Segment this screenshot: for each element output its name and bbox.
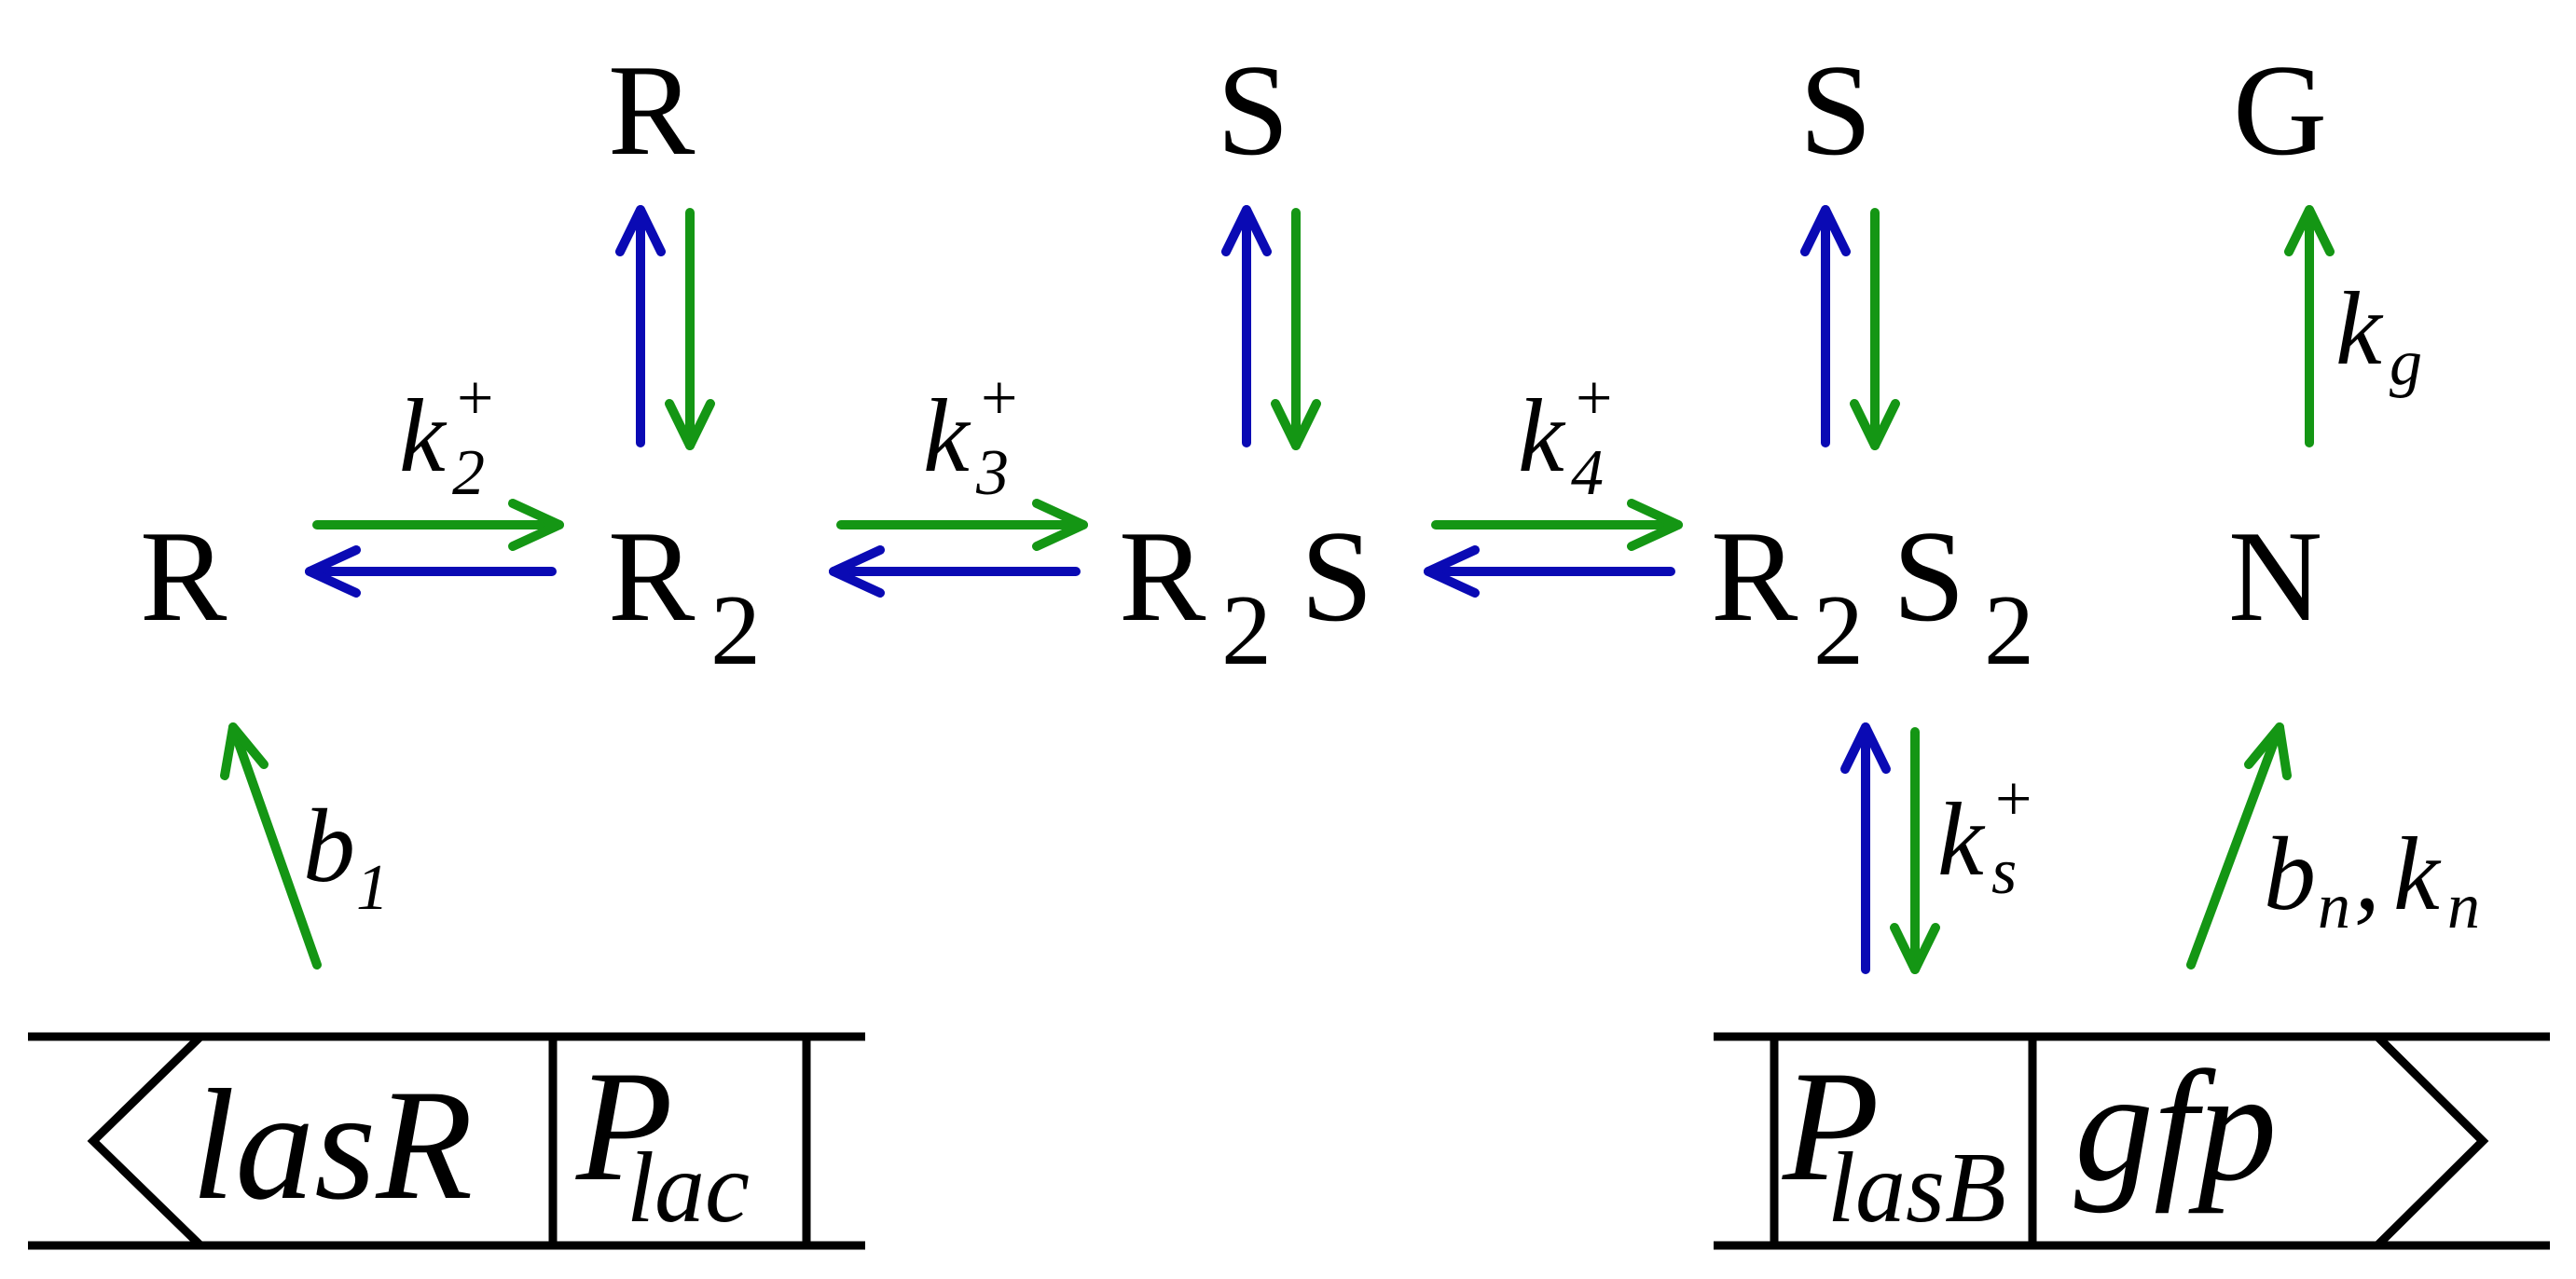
rate-ks: k s +: [1937, 763, 2032, 908]
arrow-lasr-to-r: [220, 722, 322, 970]
species-s-top-1: S: [1217, 38, 1289, 183]
species-g-top: G: [2233, 38, 2327, 183]
arrows-s-top-r2s2: [1800, 205, 1900, 450]
rate-k4-sup: +: [1576, 363, 1612, 434]
rate-b1-b: b: [303, 789, 355, 904]
species-r2s-r: R: [1119, 504, 1206, 649]
arrows-r-top-r2: [615, 205, 715, 450]
rate-k3-sub: 3: [975, 437, 1009, 509]
rate-k4-k: k: [1518, 378, 1566, 494]
rate-k2: k 2 +: [399, 363, 493, 509]
gene-lasr-label: lasR: [191, 1057, 473, 1232]
rate-kn-sub: n: [2447, 871, 2480, 942]
rate-b1-sub: 1: [356, 852, 389, 924]
rate-k3-sup: +: [981, 363, 1017, 434]
species-r2s-s: S: [1301, 504, 1373, 649]
rate-bn-kn-sep: ,: [2354, 817, 2380, 932]
promoter-plasb-p: P: [1782, 1038, 1880, 1214]
rate-kg-sub: g: [2390, 327, 2422, 399]
arrow-gfp-to-n: [2186, 722, 2292, 970]
rate-bn-b: b: [2264, 817, 2316, 932]
rate-kg: k g: [2335, 271, 2422, 399]
arrows-r2s-to-r2s2: [1424, 499, 1683, 598]
rate-k2-sub: 2: [452, 437, 485, 509]
promoter-plac-sub: lac: [627, 1133, 750, 1244]
gene-gfp-label: gfp: [2074, 1038, 2277, 1214]
rate-b1: b 1: [303, 789, 389, 924]
gene-construct-left: lasR P lac: [28, 1032, 865, 1250]
arrow-n-to-g: [2284, 205, 2335, 447]
rate-k2-k: k: [399, 378, 448, 494]
species-r2s2-r: R: [1711, 504, 1798, 649]
species-r2-main: R: [608, 504, 696, 649]
rate-k2-sup: +: [457, 363, 493, 434]
rate-bn-sub: n: [2318, 871, 2350, 942]
rate-kg-k: k: [2335, 271, 2384, 387]
species-r2-sub: 2: [710, 575, 761, 686]
arrows-r-to-r2: [305, 499, 564, 598]
rate-ks-k: k: [1937, 782, 1986, 898]
rate-kn-k: k: [2393, 817, 2442, 932]
rate-k4: k 4 +: [1518, 363, 1612, 509]
promoter-plac-p: P: [575, 1038, 673, 1214]
species-r2s2-sub2: 2: [1984, 575, 2034, 686]
species-r2: R 2: [608, 504, 761, 686]
rate-ks-sub: s: [1991, 836, 2017, 908]
species-s-top-2: S: [1799, 38, 1872, 183]
species-r2s2: R 2 S 2: [1711, 504, 2034, 686]
rate-k3-k: k: [923, 378, 971, 494]
species-r2s-sub: 2: [1221, 575, 1272, 686]
arrows-r2-to-r2s: [829, 499, 1088, 598]
species-r2s: R 2 S: [1119, 504, 1373, 686]
arrows-s-top-r2s: [1221, 205, 1321, 450]
rate-k3: k 3 +: [923, 363, 1017, 509]
rate-bn-kn: b n , k n: [2264, 817, 2480, 942]
rate-ks-sup: +: [1995, 763, 2032, 835]
gene-construct-right: P lasB gfp: [1714, 1032, 2550, 1250]
promoter-plasb-sub: lasB: [1827, 1133, 2006, 1244]
species-n: N: [2228, 504, 2322, 649]
species-r-top: R: [608, 38, 696, 183]
arrows-r2s2-promoter: [1840, 722, 1940, 974]
species-r-free: R: [140, 504, 227, 649]
species-r2s2-sub1: 2: [1813, 575, 1864, 686]
rate-k4-sub: 4: [1571, 437, 1604, 509]
species-r2s2-s: S: [1893, 504, 1965, 649]
